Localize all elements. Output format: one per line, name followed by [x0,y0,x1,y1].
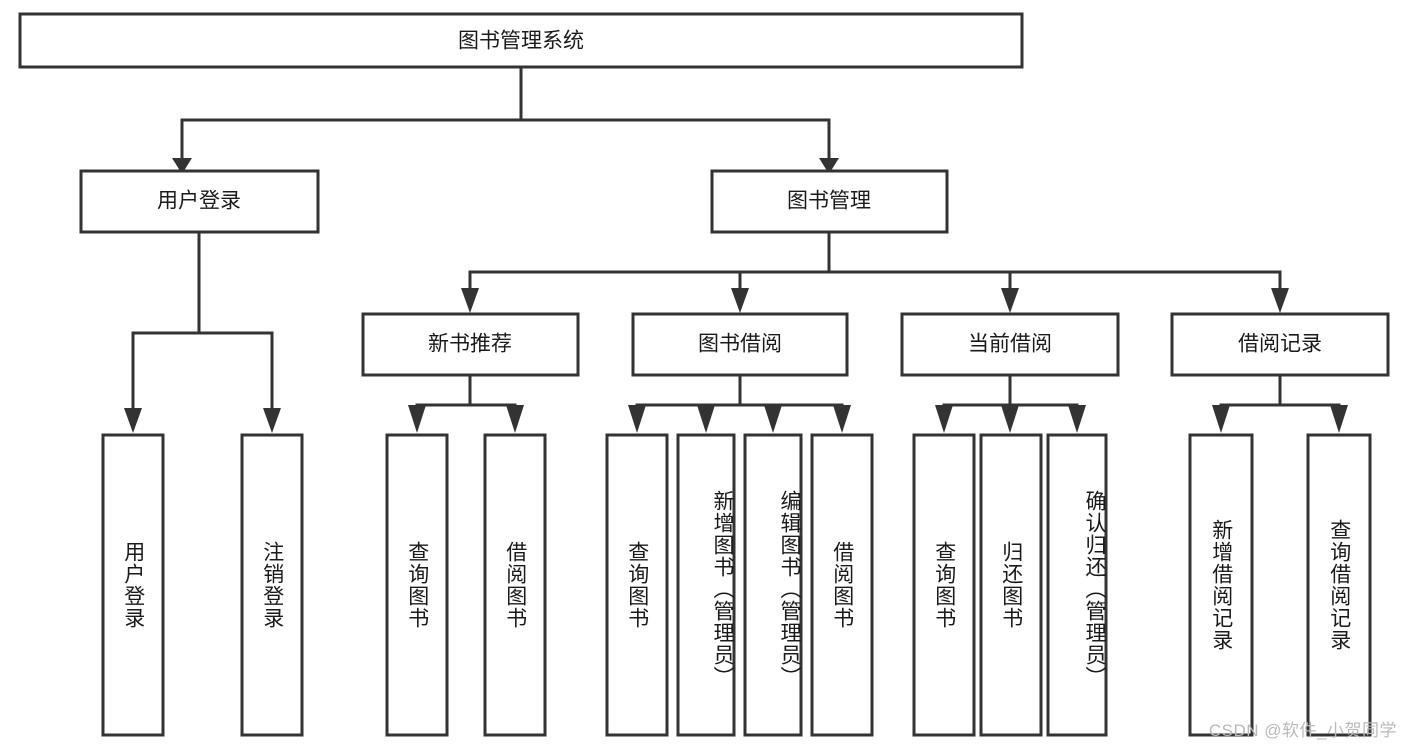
connector-borrow-record-children [1212,375,1348,433]
node-borrow-record-label: 借阅记录 [1238,333,1322,356]
node-root-label: 图书管理系统 [458,30,584,53]
leaf-box-edit-book-admin[interactable] [743,433,803,737]
leaf-box-confirm-return-admin[interactable] [1046,433,1108,737]
node-book-borrow[interactable]: 图书借阅 [631,312,849,377]
node-current-borrow-box [900,312,1120,377]
node-book-management[interactable]: 图书管理 [710,169,949,234]
node-borrow-record-box [1170,312,1390,377]
node-book-management-box [710,169,949,234]
connector-book-management-children [461,232,1289,313]
leaf-box-query-book-3[interactable] [912,433,976,737]
node-book-management-label: 图书管理 [787,190,871,213]
leaf-box-return-book[interactable] [979,433,1043,737]
node-user-login-label: 用户登录 [157,190,241,213]
leaf-box-borrow-book-2[interactable] [810,433,874,737]
leaf-box-add-borrow-record[interactable] [1188,433,1254,737]
leaf-box-query-book-2[interactable] [605,433,669,737]
node-borrow-record[interactable]: 借阅记录 [1170,312,1390,377]
node-user-login[interactable]: 用户登录 [79,169,320,234]
node-current-borrow-label: 当前借阅 [968,333,1052,356]
node-current-borrow[interactable]: 当前借阅 [900,312,1120,377]
connector-current-borrow-children [935,375,1086,433]
connector-new-book-recommend-children [408,375,524,433]
leaf-boxes [101,433,1372,737]
connector-book-borrow-children [628,375,851,433]
leaf-box-borrow-book-1[interactable] [483,433,547,737]
leaf-box-user-login[interactable] [101,433,165,737]
leaf-box-add-book-admin[interactable] [676,433,736,737]
node-book-borrow-label: 图书借阅 [698,333,782,356]
node-new-book-recommend-box [361,312,580,377]
node-root-box [18,12,1024,69]
node-book-borrow-box [631,312,849,377]
leaf-box-query-book-1[interactable] [385,433,449,737]
leaf-box-logout-login[interactable] [240,433,304,737]
leaf-box-query-borrow-record[interactable] [1306,433,1372,737]
watermark-text: CSDN @软件_小贺同学 [1208,721,1397,740]
connector-root-to-level2 [172,67,839,174]
node-root-system[interactable]: 图书管理系统 [18,12,1024,69]
node-new-book-recommend[interactable]: 新书推荐 [361,312,580,377]
connector-user-login-children [124,232,281,433]
node-new-book-recommend-label: 新书推荐 [428,333,512,356]
node-user-login-box [79,169,320,234]
